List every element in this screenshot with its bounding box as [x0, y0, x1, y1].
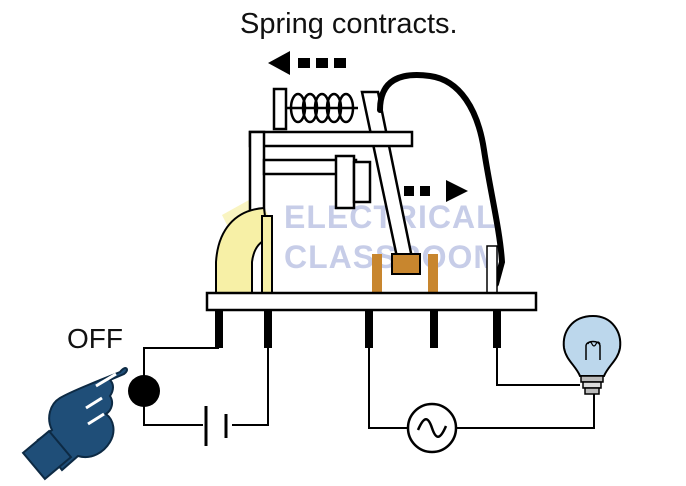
- caption-text: Spring contracts.: [240, 8, 458, 40]
- switch-state-label: OFF: [67, 323, 123, 354]
- push-switch[interactable]: [128, 375, 160, 407]
- contact-loop-wire: [377, 72, 506, 287]
- pointing-hand-icon: [21, 367, 128, 481]
- ac-source-icon: [406, 402, 458, 454]
- circuit-wires: [143, 347, 595, 429]
- fixed-contact-left: [372, 254, 382, 294]
- spring: [272, 87, 358, 131]
- relay-base: [205, 291, 538, 312]
- dashed-arrow-left-icon: [268, 51, 346, 75]
- fixed-contact-right: [428, 254, 438, 294]
- coil: [215, 206, 273, 295]
- terminal-pins: [215, 310, 501, 348]
- fixed-contact-post: [486, 245, 498, 295]
- battery-icon: [204, 406, 228, 446]
- light-bulb-icon: [562, 314, 622, 395]
- dashed-arrow-right-icon: [404, 180, 468, 202]
